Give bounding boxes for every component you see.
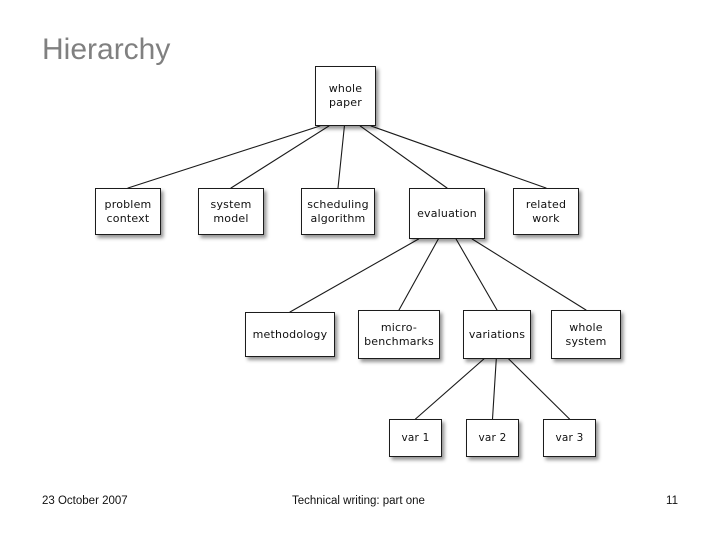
node-system-model[interactable]: system model (198, 188, 264, 235)
node-label-related-work: related work (525, 197, 567, 225)
edge-variations-to-var-3 (508, 358, 571, 420)
slide-footer: 23 October 2007 Technical writing: part … (0, 492, 720, 516)
node-problem-context[interactable]: problem context (95, 188, 161, 235)
edge-evaluation-to-whole-system (471, 238, 587, 311)
edge-whole-paper-to-evaluation (359, 125, 448, 189)
node-methodology[interactable]: methodology (245, 312, 335, 357)
node-micro-benchmarks[interactable]: micro- benchmarks (358, 310, 440, 359)
node-label-system-model: system model (210, 197, 252, 225)
node-var-1[interactable]: var 1 (389, 419, 442, 457)
node-var-2[interactable]: var 2 (466, 419, 519, 457)
node-evaluation[interactable]: evaluation (409, 188, 485, 239)
node-label-var-2: var 2 (478, 432, 507, 444)
edge-whole-paper-to-scheduling-algorithm (337, 125, 345, 189)
edge-evaluation-to-micro-benchmarks (398, 238, 439, 311)
footer-date: 23 October 2007 (42, 495, 128, 507)
hierarchy-diagram: whole paper problem context system model sc… (95, 66, 621, 457)
node-label-whole-system: whole system (565, 320, 607, 348)
node-label-whole-paper: whole paper (328, 82, 363, 109)
node-label-problem-context: problem context (104, 197, 152, 225)
diagram-edges-layer (127, 125, 587, 420)
edges-group (127, 125, 587, 420)
edge-whole-paper-to-problem-context (127, 125, 321, 189)
node-scheduling-algorithm[interactable]: scheduling algorithm (301, 188, 375, 235)
node-label-evaluation: evaluation (417, 206, 477, 220)
node-whole-paper[interactable]: whole paper (315, 66, 376, 126)
node-label-var-1: var 1 (401, 432, 430, 444)
node-label-var-3: var 3 (555, 432, 584, 444)
edge-whole-paper-to-system-model (230, 125, 330, 189)
footer-subject: Technical writing: part one (292, 495, 425, 507)
footer-page-number: 11 (666, 495, 678, 507)
node-label-methodology: methodology (252, 327, 328, 341)
node-label-scheduling-algorithm: scheduling algorithm (307, 197, 369, 225)
node-label-variations: variations (468, 327, 526, 341)
edge-evaluation-to-variations (455, 238, 498, 311)
edge-evaluation-to-methodology (289, 238, 420, 313)
edge-whole-paper-to-related-work (370, 125, 547, 189)
page-title: Hierarchy (42, 33, 171, 66)
node-label-micro-benchmarks: micro- benchmarks (364, 320, 434, 348)
node-whole-system[interactable]: whole system (551, 310, 621, 359)
edge-variations-to-var-2 (491, 358, 497, 420)
edge-variations-to-var-1 (414, 358, 485, 420)
node-variations[interactable]: variations (463, 310, 531, 359)
node-var-3[interactable]: var 3 (543, 419, 596, 457)
node-related-work[interactable]: related work (513, 188, 579, 235)
